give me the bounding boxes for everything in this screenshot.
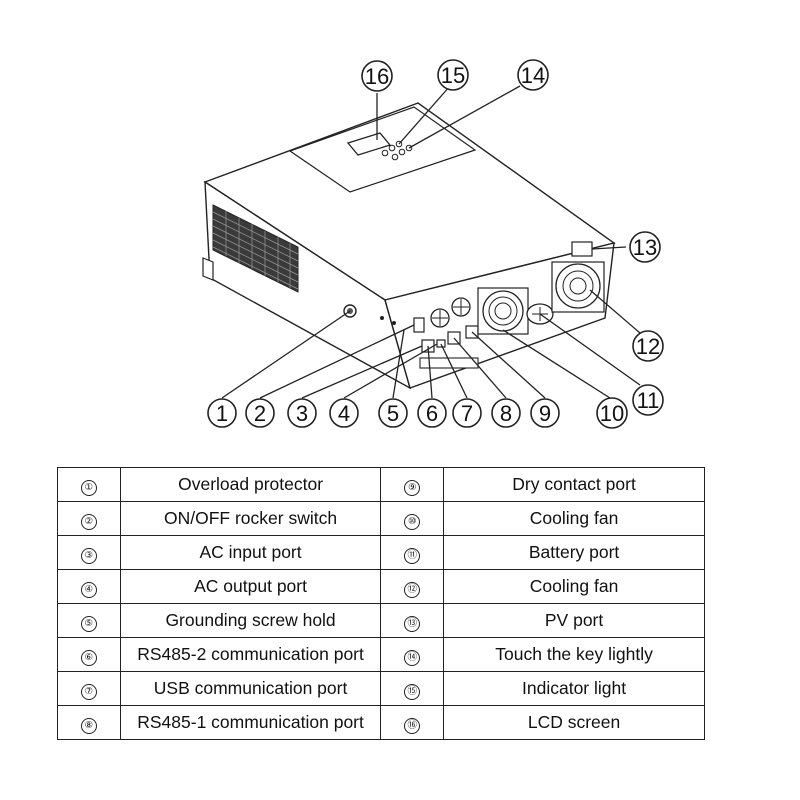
parts-table: ① Overload protector ⑨ Dry contact port …	[57, 467, 705, 740]
svg-text:2: 2	[254, 401, 266, 426]
part-label: Dry contact port	[443, 467, 705, 502]
svg-text:6: 6	[426, 401, 438, 426]
part-label: PV port	[443, 603, 705, 638]
ac-terminal-block	[419, 357, 479, 369]
svg-text:13: 13	[633, 235, 657, 260]
callout-13: 13	[629, 231, 661, 263]
table-row: ③ AC input port ⑪ Battery port	[57, 535, 705, 570]
svg-text:4: 4	[338, 401, 350, 426]
table-row: ⑧ RS485-1 communication port ⑯ LCD scree…	[57, 705, 705, 740]
table-row: ⑤ Grounding screw hold ⑬ PV port	[57, 603, 705, 638]
indicator-light	[388, 144, 396, 152]
part-label: USB communication port	[119, 671, 382, 706]
table-row: ⑥ RS485-2 communication port ⑭ Touch the…	[57, 637, 705, 672]
svg-text:3: 3	[296, 401, 308, 426]
part-number: ⑪	[404, 547, 421, 564]
part-number: ⑨	[404, 479, 421, 496]
touch-key	[398, 148, 406, 156]
callout-8: 8	[491, 398, 521, 428]
svg-text:16: 16	[365, 64, 389, 89]
part-number: ③	[80, 547, 97, 564]
part-label: Battery port	[443, 535, 705, 570]
ac-port	[413, 317, 425, 333]
svg-text:5: 5	[387, 401, 399, 426]
svg-text:8: 8	[500, 401, 512, 426]
usb-port	[436, 339, 446, 348]
lcd-screen	[346, 132, 392, 156]
part-label: RS485-1 communication port	[119, 705, 382, 740]
display-panel	[288, 106, 477, 193]
part-number: ⑮	[404, 683, 421, 700]
part-label: AC output port	[119, 569, 382, 604]
callout-1: 1	[207, 398, 237, 428]
part-label: ON/OFF rocker switch	[119, 501, 382, 536]
callout-9: 9	[530, 398, 560, 428]
svg-text:14: 14	[521, 63, 545, 88]
svg-text:15: 15	[441, 63, 465, 88]
callout-2: 2	[245, 398, 275, 428]
part-number: ④	[80, 581, 97, 598]
callout-10: 10	[596, 397, 628, 429]
part-number: ②	[80, 513, 97, 530]
part-number: ⑬	[404, 615, 421, 632]
touch-key	[391, 153, 399, 161]
cooling-fan	[551, 261, 605, 313]
part-label: Touch the key lightly	[443, 637, 705, 672]
part-number: ⑯	[404, 717, 421, 734]
small-fan	[430, 308, 450, 328]
small-fan	[451, 297, 471, 317]
callout-15: 15	[437, 59, 469, 91]
part-number: ⑫	[404, 581, 421, 598]
pv-port	[571, 241, 593, 257]
svg-text:12: 12	[636, 334, 660, 359]
table-row: ⑦ USB communication port ⑮ Indicator lig…	[57, 671, 705, 706]
callout-3: 3	[287, 398, 317, 428]
part-label: AC input port	[119, 535, 382, 570]
callout-6: 6	[417, 398, 447, 428]
svg-text:9: 9	[539, 401, 551, 426]
callout-12: 12	[632, 330, 664, 362]
callout-14: 14	[517, 59, 549, 91]
mounting-tab	[202, 257, 214, 281]
part-label: Grounding screw hold	[119, 603, 382, 638]
callout-7: 7	[452, 398, 482, 428]
part-label: Overload protector	[119, 467, 382, 502]
part-label: RS485-2 communication port	[119, 637, 382, 672]
part-label: Indicator light	[443, 671, 705, 706]
leader-lines	[221, 85, 641, 399]
callout-5: 5	[378, 398, 408, 428]
part-number: ⑭	[404, 649, 421, 666]
callout-11: 11	[632, 384, 664, 416]
part-number: ⑧	[80, 717, 97, 734]
part-number: ①	[80, 479, 97, 496]
part-number: ⑦	[80, 683, 97, 700]
table-row: ② ON/OFF rocker switch ⑩ Cooling fan	[57, 501, 705, 536]
inverter-body	[202, 102, 616, 390]
side-vent-grill	[212, 204, 299, 293]
part-label: Cooling fan	[443, 501, 705, 536]
cooling-fan	[477, 287, 529, 335]
callout-16: 16	[361, 60, 393, 92]
screw-hole	[392, 321, 396, 325]
table-row: ① Overload protector ⑨ Dry contact port	[57, 467, 705, 502]
svg-text:11: 11	[637, 388, 660, 413]
part-number: ⑤	[80, 615, 97, 632]
svg-text:7: 7	[461, 401, 473, 426]
part-label: Cooling fan	[443, 569, 705, 604]
part-label: LCD screen	[443, 705, 705, 740]
inverter-diagram: 1 2 3 4 5 6 7 8 9 10 11 12 13 14 15 16	[202, 59, 664, 429]
table-row: ④ AC output port ⑫ Cooling fan	[57, 569, 705, 604]
svg-text:10: 10	[600, 401, 624, 426]
callout-4: 4	[329, 398, 359, 428]
part-number: ⑥	[80, 649, 97, 666]
indicator-light	[381, 149, 389, 157]
screw-hole	[380, 316, 384, 320]
svg-text:1: 1	[216, 401, 228, 426]
part-number: ⑩	[404, 513, 421, 530]
